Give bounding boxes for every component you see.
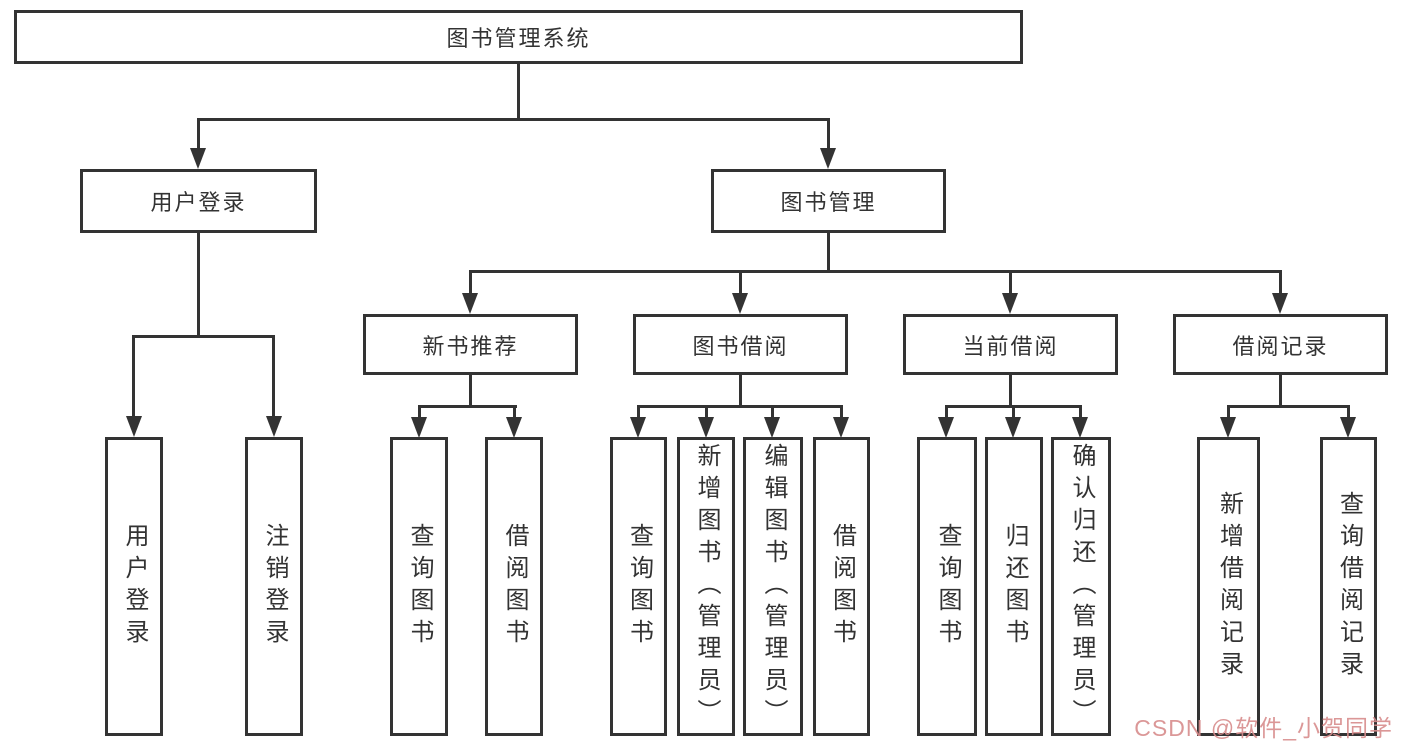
arrow-down-icon [630,417,646,438]
leaf-label: 用户登录 [121,522,148,651]
arrow-down-icon [1340,417,1356,438]
arrow-down-icon [1002,293,1018,314]
leaf-label: 查询图书 [625,522,653,651]
connector-line [513,405,516,419]
arrow-down-icon [506,417,522,438]
leaf-label: 注销登录 [261,522,288,651]
node-label: 图书管理 [780,190,877,215]
connector-line [132,335,135,418]
connector-line [469,270,472,296]
connector-line [272,335,275,418]
connector-line [1347,405,1350,419]
leaf-return-books: 归还图书 [985,437,1043,736]
connector-line [197,118,200,151]
arrow-down-icon [1220,417,1236,438]
connector-line [945,405,948,419]
connector-line [739,375,742,405]
connector-line [418,405,421,419]
connector-line [739,270,742,296]
connector-line [132,335,275,338]
leaf-label: 借阅图书 [501,522,528,651]
leaf-label: 编辑图书（管理员） [760,442,787,731]
arrow-down-icon [938,417,954,438]
leaf-user-login: 用户登录 [105,437,163,736]
connector-line [469,270,1282,273]
node-book-borrowing: 图书借阅 [633,314,848,375]
node-label: 用户登录 [150,190,247,215]
leaf-label: 归还图书 [1001,522,1028,651]
leaf-label: 新增图书（管理员） [693,442,720,731]
connector-line [1279,270,1282,296]
connector-line [1009,375,1012,405]
leaf-confirm-return-admin: 确认归还（管理员） [1051,437,1111,736]
arrow-down-icon [126,416,142,437]
node-label: 图书借阅 [692,333,789,359]
leaf-query-books-2: 查询图书 [610,437,667,736]
leaf-logout: 注销登录 [245,437,303,736]
leaf-label: 查询借阅记录 [1335,490,1363,683]
connector-line [637,405,640,419]
arrow-down-icon [411,417,427,438]
connector-line [771,405,774,419]
node-new-book-recommendation: 新书推荐 [363,314,578,375]
arrow-down-icon [190,148,206,169]
connector-line [1227,405,1230,419]
csdn-watermark: CSDN @软件_小贺同学 [1134,715,1393,741]
arrow-down-icon [764,417,780,438]
node-label: 借阅记录 [1232,333,1329,359]
leaf-label: 查询图书 [934,522,961,651]
connector-line [197,118,830,121]
connector-line [469,375,472,405]
node-label: 图书管理系统 [446,26,591,51]
leaf-borrow-books-1: 借阅图书 [485,437,543,736]
connector-line [418,405,517,408]
arrow-down-icon [732,293,748,314]
leaf-borrow-books-2: 借阅图书 [813,437,870,736]
leaf-label: 确认归还（管理员） [1068,442,1095,731]
leaf-label: 查询图书 [406,522,433,651]
connector-line [1227,405,1350,408]
connector-line [827,233,830,270]
connector-line [1079,405,1082,419]
connector-line [1009,270,1012,296]
connector-line [1279,375,1282,405]
leaf-query-books-3: 查询图书 [917,437,977,736]
node-current-borrowing: 当前借阅 [903,314,1118,375]
arrow-down-icon [1272,293,1288,314]
node-library-management-system: 图书管理系统 [14,10,1023,64]
connector-line [517,64,520,118]
node-book-management: 图书管理 [711,169,946,233]
node-borrowing-records: 借阅记录 [1173,314,1388,375]
arrow-down-icon [833,417,849,438]
node-user-login: 用户登录 [80,169,317,233]
leaf-label: 新增借阅记录 [1215,490,1243,683]
arrow-down-icon [820,148,836,169]
connector-line [637,405,843,408]
connector-line [840,405,843,419]
connector-line [197,233,200,335]
arrow-down-icon [462,293,478,314]
leaf-query-borrow-record: 查询借阅记录 [1320,437,1377,736]
connector-line [1012,405,1015,419]
leaf-add-books-admin: 新增图书（管理员） [677,437,735,736]
leaf-query-books-1: 查询图书 [390,437,448,736]
node-label: 新书推荐 [422,333,519,359]
arrow-down-icon [266,416,282,437]
arrow-down-icon [1072,417,1088,438]
arrow-down-icon [698,417,714,438]
arrow-down-icon [1005,417,1021,438]
leaf-edit-books-admin: 编辑图书（管理员） [743,437,803,736]
leaf-add-borrow-record: 新增借阅记录 [1197,437,1260,736]
leaf-label: 借阅图书 [828,522,856,651]
node-label: 当前借阅 [962,333,1059,359]
connector-line [827,118,830,151]
connector-line [705,405,708,419]
